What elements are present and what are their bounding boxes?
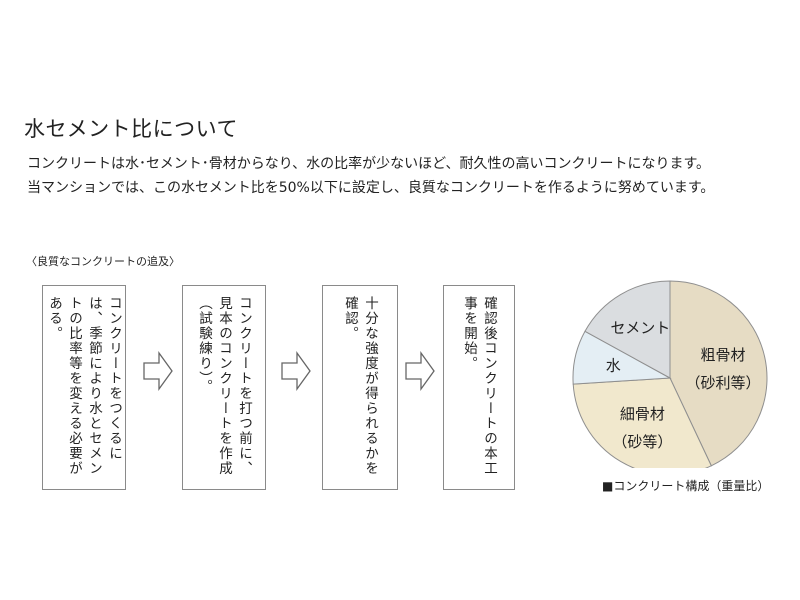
step-box-1: コンクリートをつくるには、季節により水とセメントの比率等を変える必要がある。 xyxy=(42,285,126,490)
pie-slice-sublabel: （砂等） xyxy=(612,433,672,451)
intro-text: コンクリートは水･セメント･骨材からなり、水の比率が少ないほど、耐久性の高いコン… xyxy=(27,152,714,200)
pie-slice-label: セメント xyxy=(611,319,671,337)
concrete-composition-pie-chart: 粗骨材 （砂利等） 細骨材 （砂等） 水 セメント xyxy=(572,280,768,468)
pie-slice xyxy=(669,280,768,467)
intro-line-1: コンクリートは水･セメント･骨材からなり、水の比率が少ないほど、耐久性の高いコン… xyxy=(27,156,711,172)
arrow-right-icon xyxy=(143,351,173,391)
pie-slice-sublabel: （砂利等） xyxy=(686,374,761,392)
pie-slice-label: 細骨材 xyxy=(620,405,665,423)
arrow-right-icon xyxy=(281,351,311,391)
pie-slice xyxy=(572,377,712,468)
pie-slice-label: 水 xyxy=(606,356,621,374)
step-box-2: コンクリートを打つ前に、見本のコンクリートを作成（試験練り）。 xyxy=(182,285,266,490)
step-box-4: 確認後コンクリートの本工事を開始。 xyxy=(443,285,515,490)
page-title: 水セメント比について xyxy=(24,117,238,141)
intro-line-2: 当マンションでは、この水セメント比を50%以下に設定し、良質なコンクリートを作る… xyxy=(27,180,715,196)
step-text-3: 十分な強度が得られるかを確認。 xyxy=(342,296,378,476)
pie-slice-label: 粗骨材 xyxy=(701,346,746,364)
chart-legend: ■コンクリート構成（重量比） xyxy=(602,479,770,493)
arrow-right-icon xyxy=(405,351,435,391)
step-text-4: 確認後コンクリートの本工事を開始。 xyxy=(461,296,497,476)
step-text-1: コンクリートをつくるには、季節により水とセメントの比率等を変える必要がある。 xyxy=(46,296,122,476)
pie-slice xyxy=(584,280,671,379)
step-text-2: コンクリートを打つ前に、見本のコンクリートを作成（試験練り）。 xyxy=(196,296,252,476)
section-label: 〈良質なコンクリートの追及〉 xyxy=(26,255,180,268)
step-box-3: 十分な強度が得られるかを確認。 xyxy=(322,285,398,490)
